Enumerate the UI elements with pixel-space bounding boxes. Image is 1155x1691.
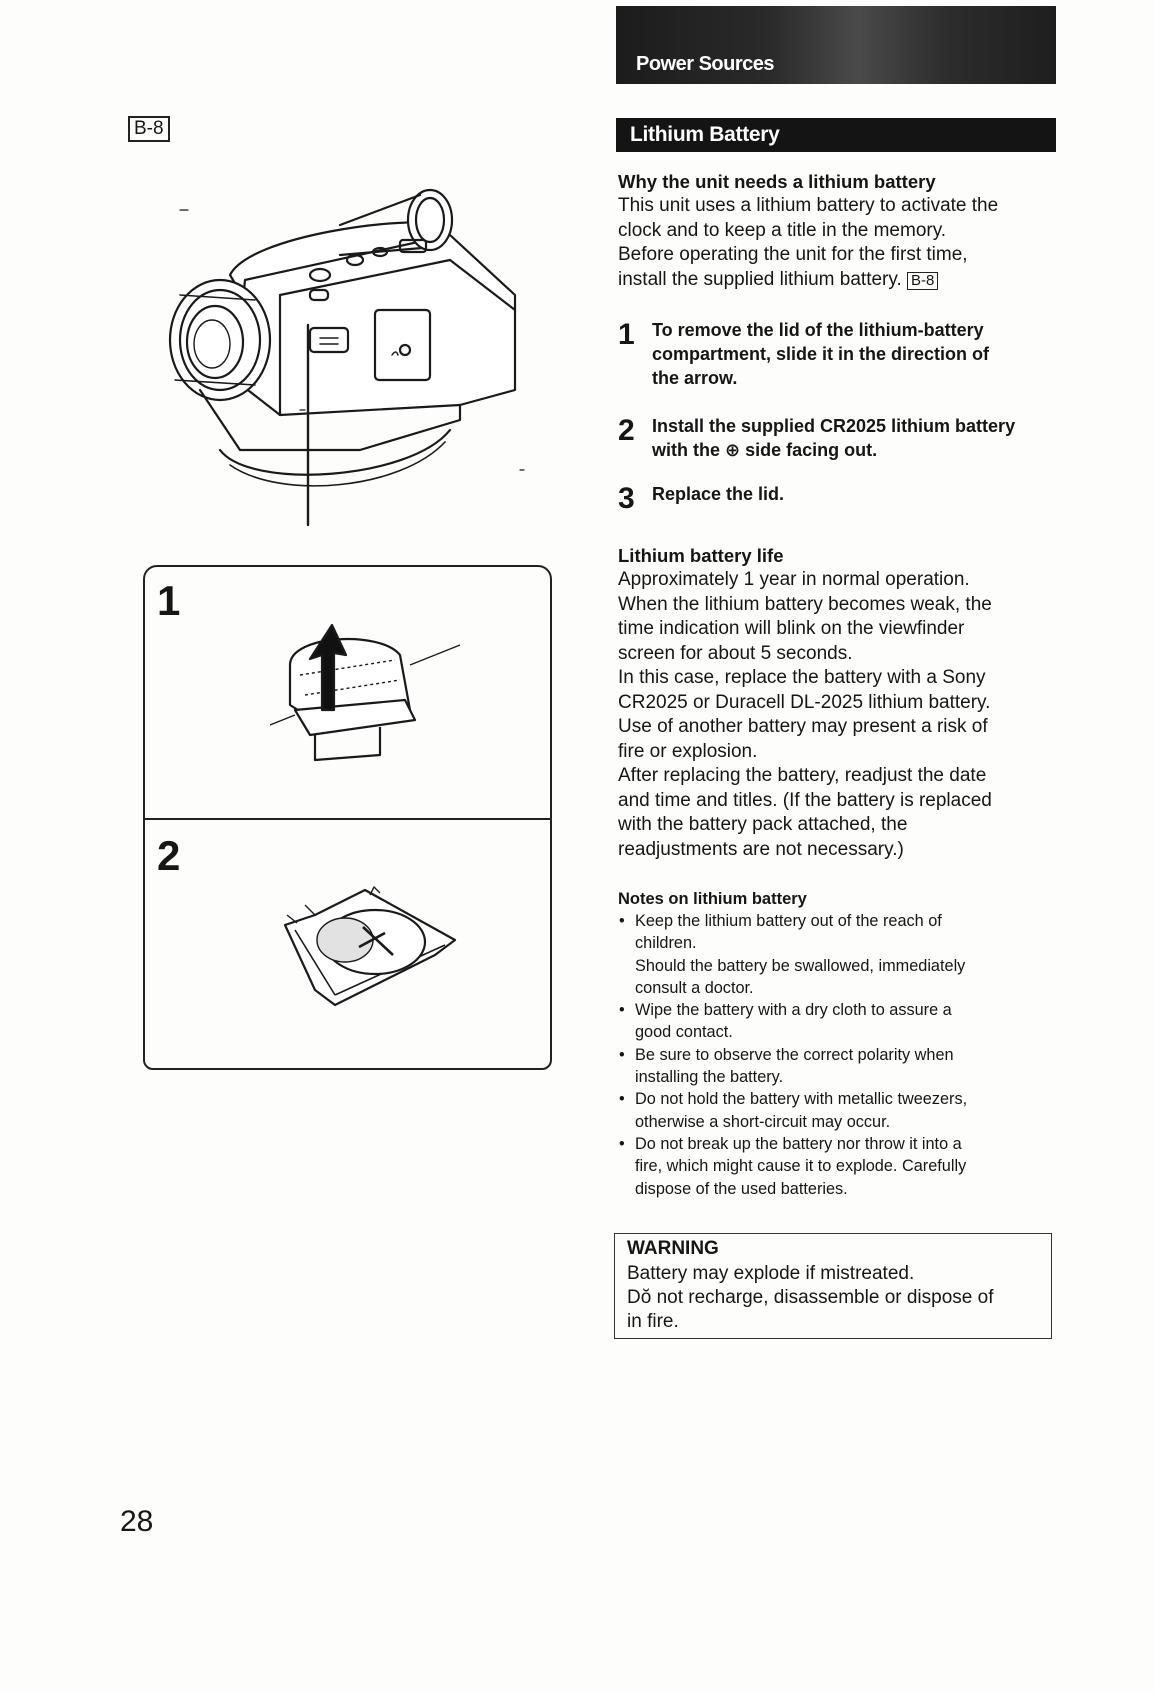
step-number: 2 [618, 414, 635, 447]
warning-box: WARNING Battery may explode if mistreate… [614, 1233, 1052, 1339]
notes-heading: Notes on lithium battery [618, 890, 807, 908]
life-line: readjustments are not necessary.) [618, 838, 904, 860]
note-line: Do not break up the battery nor throw it… [635, 1134, 962, 1153]
note-line: children. [635, 934, 697, 953]
warning-line: in fire. [627, 1311, 679, 1332]
intro-line: clock and to keep a title in the memory. [618, 219, 947, 241]
panel-step-2-label: 2 [157, 832, 181, 879]
note-line: consult a doctor. [635, 978, 754, 997]
warning-line: Dŏ not recharge, disassemble or dispose … [627, 1287, 994, 1308]
note-line: good contact. [635, 1023, 733, 1042]
notes-section: Notes on lithium battery Keep the lithiu… [618, 888, 1058, 1200]
note-item: Keep the lithium battery out of the reac… [618, 910, 1058, 999]
note-item: Do not hold the battery with metallic tw… [618, 1088, 1058, 1133]
page-number: 28 [120, 1505, 154, 1538]
warning-line: Battery may explode if mistreated. [627, 1263, 915, 1284]
intro-heading: Why the unit needs a lithium battery [618, 171, 936, 192]
subsection-title: Lithium Battery [630, 123, 780, 146]
step-line: Replace the lid. [652, 484, 785, 504]
step-1: 1 To remove the lid of the lithium-batte… [618, 318, 1058, 390]
life-line: When the lithium battery becomes weak, t… [618, 593, 992, 615]
figure-ref-box: B-8 [128, 116, 170, 142]
battery-life-heading: Lithium battery life [618, 545, 784, 566]
life-line: Use of another battery may present a ris… [618, 716, 988, 737]
life-line: and time and titles. (If the battery is … [618, 789, 992, 811]
intro-line-text: install the supplied lithium battery. [618, 268, 902, 290]
note-line: Wipe the battery with a dry cloth to ass… [635, 1001, 952, 1020]
note-item: Be sure to observe the correct polarity … [618, 1044, 1058, 1089]
step-line: compartment, slide it in the direction o… [652, 344, 990, 364]
section-title: Power Sources [636, 53, 775, 75]
note-item: Wipe the battery with a dry cloth to ass… [618, 999, 1058, 1044]
lid-slide-illustration [270, 623, 461, 762]
battery-life-section: Lithium battery life Approximately 1 yea… [618, 544, 1058, 862]
intro-section: Why the unit needs a lithium battery Thi… [618, 170, 1058, 292]
note-line: otherwise a short-circuit may occur. [635, 1112, 891, 1131]
notes-list: Keep the lithium battery out of the reac… [618, 910, 1058, 1200]
life-line: time indication will blink on the viewfi… [618, 618, 965, 639]
step-3: 3 Replace the lid. [618, 482, 1058, 514]
panel-step-1-label: 1 [157, 577, 181, 624]
intro-line: install the supplied lithium battery. B-… [618, 268, 1058, 293]
step-line: the arrow. [652, 368, 738, 388]
section-header-bar: Power Sources [616, 6, 1056, 84]
warning-title: WARNING [627, 1238, 719, 1259]
camcorder-illustration [168, 188, 525, 527]
note-line: Should the battery be swallowed, immedia… [635, 956, 966, 975]
step-line: Install the supplied CR2025 lithium batt… [652, 416, 1016, 436]
panel-divider [143, 818, 552, 820]
note-line: dispose of the used batteries. [635, 1179, 848, 1198]
intro-line: Before operating the unit for the first … [618, 244, 968, 265]
illustration-panel: 1 2 [143, 565, 552, 1070]
life-line: CR2025 or Duracell DL-2025 lithium batte… [618, 691, 991, 713]
life-line: Approximately 1 year in normal operation… [618, 569, 970, 590]
note-line: Do not hold the battery with metallic tw… [635, 1090, 968, 1109]
step-line: with the ⊕ side facing out. [652, 440, 878, 460]
figure-ref-label: B-8 [128, 116, 170, 142]
life-line: fire or explosion. [618, 740, 758, 762]
intro-line: This unit uses a lithium battery to acti… [618, 195, 999, 216]
step-line: To remove the lid of the lithium-battery [652, 320, 984, 340]
battery-insert-illustration [283, 886, 457, 1007]
note-line: installing the battery. [635, 1068, 784, 1087]
note-line: Be sure to observe the correct polarity … [635, 1045, 954, 1064]
subsection-header-bar: Lithium Battery [616, 118, 1056, 152]
note-item: Do not break up the battery nor throw it… [618, 1133, 1058, 1200]
note-line: Keep the lithium battery out of the reac… [635, 912, 942, 930]
intro-ref-box: B-8 [907, 271, 939, 290]
life-line: In this case, replace the battery with a… [618, 667, 986, 688]
note-line: fire, which might cause it to explode. C… [635, 1157, 967, 1176]
life-line: After replacing the battery, readjust th… [618, 765, 987, 786]
steps-section: 1 To remove the lid of the lithium-batte… [618, 318, 1058, 514]
step-2: 2 Install the supplied CR2025 lithium ba… [618, 414, 1058, 462]
step-number: 3 [618, 482, 635, 515]
step-number: 1 [618, 318, 635, 351]
life-line: with the battery pack attached, the [618, 814, 908, 835]
life-line: screen for about 5 seconds. [618, 642, 853, 664]
